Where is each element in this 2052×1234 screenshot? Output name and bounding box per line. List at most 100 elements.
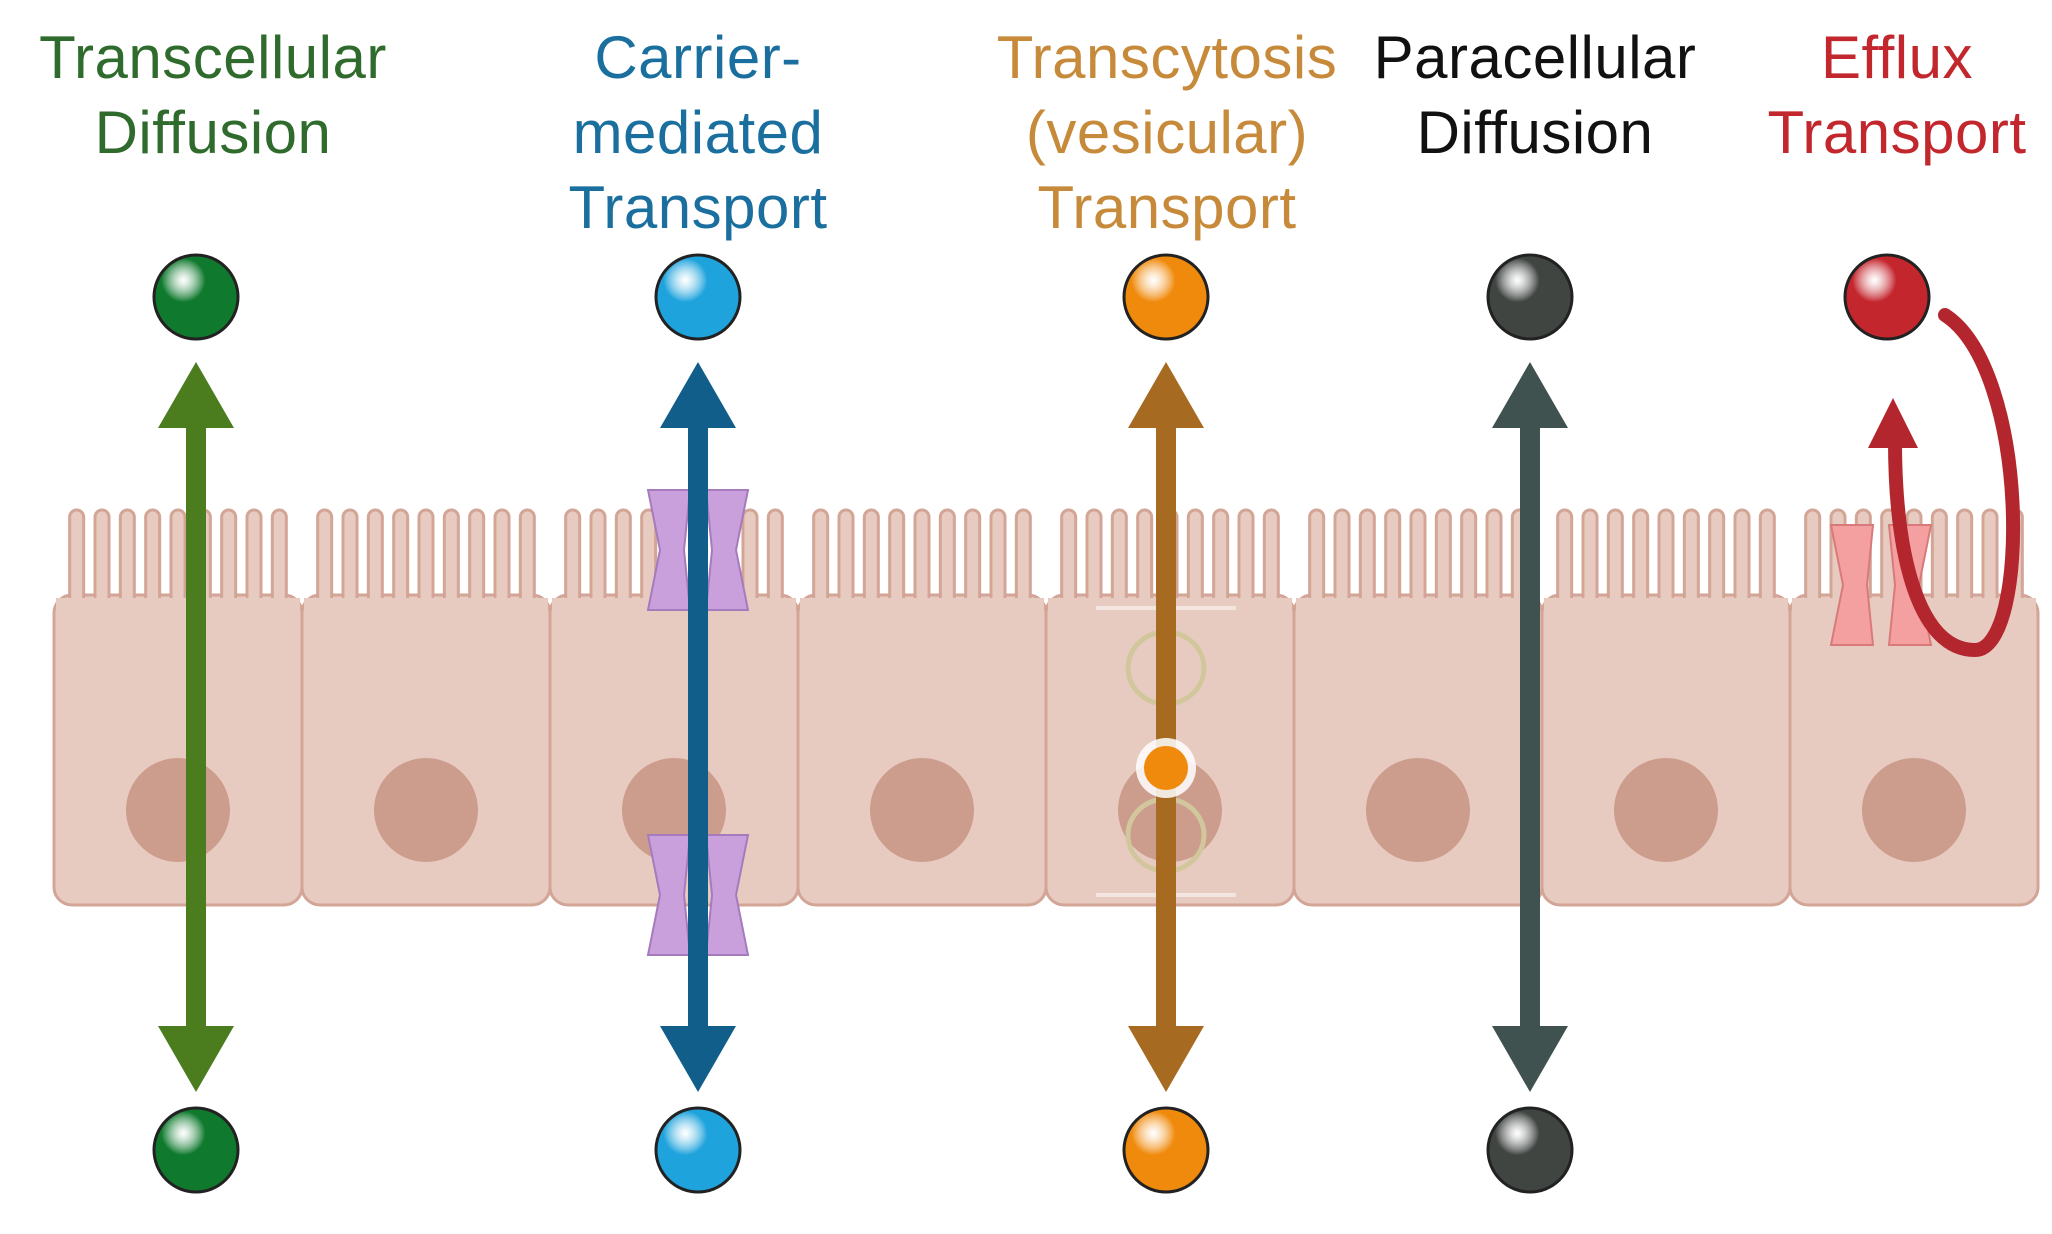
arrow-head-down — [660, 1026, 736, 1092]
microvillus — [862, 508, 880, 612]
molecule-bottom — [654, 1106, 742, 1194]
microvillus — [1085, 508, 1103, 612]
microvillus — [1930, 508, 1948, 612]
microvillus — [1212, 508, 1230, 612]
microvillus — [68, 508, 86, 612]
arrow-head-down — [1492, 1026, 1568, 1092]
arrow-head-up — [158, 362, 234, 428]
molecule-top — [152, 253, 240, 341]
label-line: Transport — [568, 174, 828, 241]
efflux-curve — [1888, 308, 2021, 658]
molecule-bottom — [1122, 1106, 1210, 1194]
microvillus — [442, 508, 460, 612]
cell-apical-fill — [800, 598, 1044, 612]
nucleus — [1614, 758, 1718, 862]
cell-apical-fill — [1296, 598, 1540, 612]
molecule-paracellular — [1486, 253, 1574, 1194]
microvillus — [220, 508, 238, 612]
label-line: (vesicular) — [1025, 99, 1309, 166]
microvillus — [1460, 508, 1478, 612]
microvillus — [614, 508, 632, 612]
molecule-top — [654, 253, 742, 341]
label-paracellular-diffusion: Paracellular Diffusion — [1345, 20, 1725, 170]
epithelial-cell — [52, 508, 304, 907]
molecule-transcytosis — [1122, 253, 1210, 1194]
microvillus — [1358, 508, 1376, 612]
microvillus — [245, 508, 263, 612]
microvillus — [766, 508, 784, 612]
microvillus — [1262, 508, 1280, 612]
label-transcellular-diffusion: Transcellular Diffusion — [23, 20, 403, 170]
label-line: Paracellular — [1373, 24, 1697, 91]
microvillus — [1556, 508, 1574, 612]
microvillus — [417, 508, 435, 612]
microvillus — [118, 508, 136, 612]
arrow-transcellular — [158, 362, 234, 1092]
molecule-bottom — [1486, 1106, 1574, 1194]
arrow-head-up — [660, 362, 736, 428]
microvillus — [270, 508, 288, 612]
microvillus — [938, 508, 956, 612]
microvillus — [1956, 508, 1974, 612]
label-carrier-mediated-transport: Carrier- mediated Transport — [508, 20, 888, 245]
molecule-top — [1122, 253, 1210, 341]
cell-apical-fill — [1544, 598, 1788, 612]
arrow-efflux — [1868, 308, 2021, 658]
label-line: Transcellular — [39, 24, 387, 91]
label-line: Diffusion — [1416, 99, 1654, 166]
microvillus — [1333, 508, 1351, 612]
microvillus — [1733, 508, 1751, 612]
arrow-paracellular — [1492, 362, 1568, 1092]
microvillus — [812, 508, 830, 612]
label-transcytosis-transport: Transcytosis (vesicular) Transport — [977, 20, 1357, 245]
efflux-arrow-head — [1868, 398, 1918, 448]
microvillus — [1384, 508, 1402, 612]
nucleus — [374, 758, 478, 862]
microvillus — [1186, 508, 1204, 612]
microvillus — [1708, 508, 1726, 612]
nucleus — [1366, 758, 1470, 862]
microvillus — [1657, 508, 1675, 612]
microvillus — [493, 508, 511, 612]
microvillus — [1606, 508, 1624, 612]
microvillus — [964, 508, 982, 612]
molecule-top — [1843, 253, 1931, 341]
arrow-carrier — [660, 362, 736, 1092]
microvillus — [1682, 508, 1700, 612]
molecule-bottom — [152, 1106, 240, 1194]
carrier-protein-half — [1829, 524, 1875, 646]
microvillus — [888, 508, 906, 612]
label-line: Transcytosis — [996, 24, 1338, 91]
nucleus — [870, 758, 974, 862]
epithelial-cell — [300, 508, 552, 907]
molecule-efflux — [1843, 253, 1931, 341]
epithelial-cell — [1292, 508, 1544, 907]
molecule-carrier — [654, 253, 742, 1194]
arrow-head-down — [1128, 1026, 1204, 1092]
microvillus — [1434, 508, 1452, 612]
microvillus — [1237, 508, 1255, 612]
microvillus — [1581, 508, 1599, 612]
microvillus — [837, 508, 855, 612]
arrow-head-up — [1128, 362, 1204, 428]
arrow-transcytosis — [1128, 362, 1204, 1092]
microvillus — [1804, 508, 1822, 612]
arrow-head-down — [158, 1026, 234, 1092]
microvillus — [1014, 508, 1032, 612]
microvillus — [392, 508, 410, 612]
label-efflux-transport: Efflux Transport — [1707, 20, 2052, 170]
microvillus — [1632, 508, 1650, 612]
microvillus — [589, 508, 607, 612]
cell-apical-fill — [304, 598, 548, 612]
label-line: Transport — [1767, 99, 2027, 166]
label-line: Efflux — [1821, 24, 1973, 91]
microvillus — [341, 508, 359, 612]
microvillus — [93, 508, 111, 612]
microvillus — [1136, 508, 1154, 612]
microvillus — [1110, 508, 1128, 612]
microvillus — [366, 508, 384, 612]
molecule-top — [1486, 253, 1574, 341]
microvillus — [1409, 508, 1427, 612]
